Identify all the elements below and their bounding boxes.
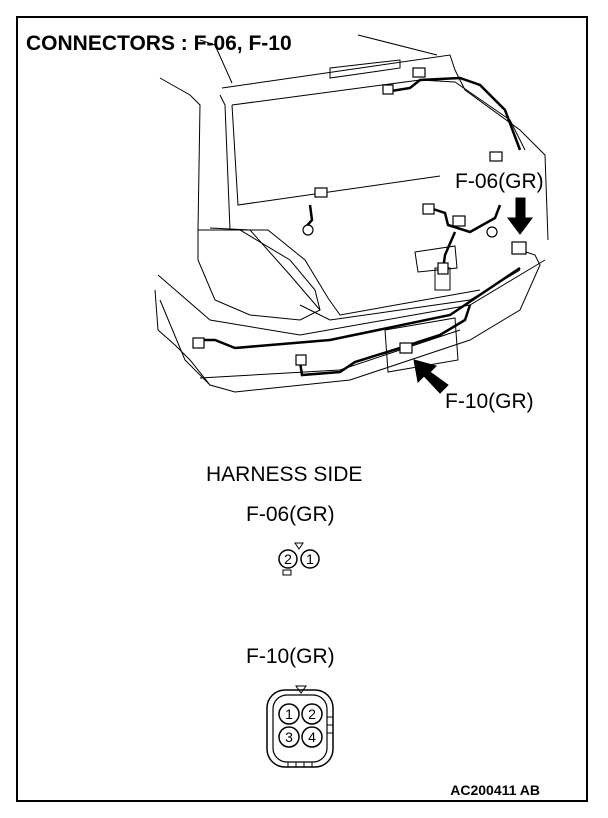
f10-connector-label: F-10(GR) xyxy=(246,645,335,668)
f10-pin: 3 xyxy=(285,729,293,745)
f10-pin: 4 xyxy=(308,729,316,745)
f10-connector-face xyxy=(266,685,334,768)
diagram-frame xyxy=(16,16,588,802)
f06-connector-label: F-06(GR) xyxy=(246,503,335,526)
f06-connector-face xyxy=(278,542,320,576)
callout-f10: F-10(GR) xyxy=(445,390,534,413)
diagram-title: CONNECTORS : F-06, F-10 xyxy=(26,32,292,55)
f06-pin: 1 xyxy=(306,551,314,567)
f10-pin: 2 xyxy=(308,706,316,722)
f06-pin: 2 xyxy=(284,551,292,567)
harness-side-heading: HARNESS SIDE xyxy=(206,463,363,486)
f10-pin: 1 xyxy=(285,706,293,722)
figure-code: AC200411 AB xyxy=(450,782,540,798)
callout-f06: F-06(GR) xyxy=(455,170,544,193)
